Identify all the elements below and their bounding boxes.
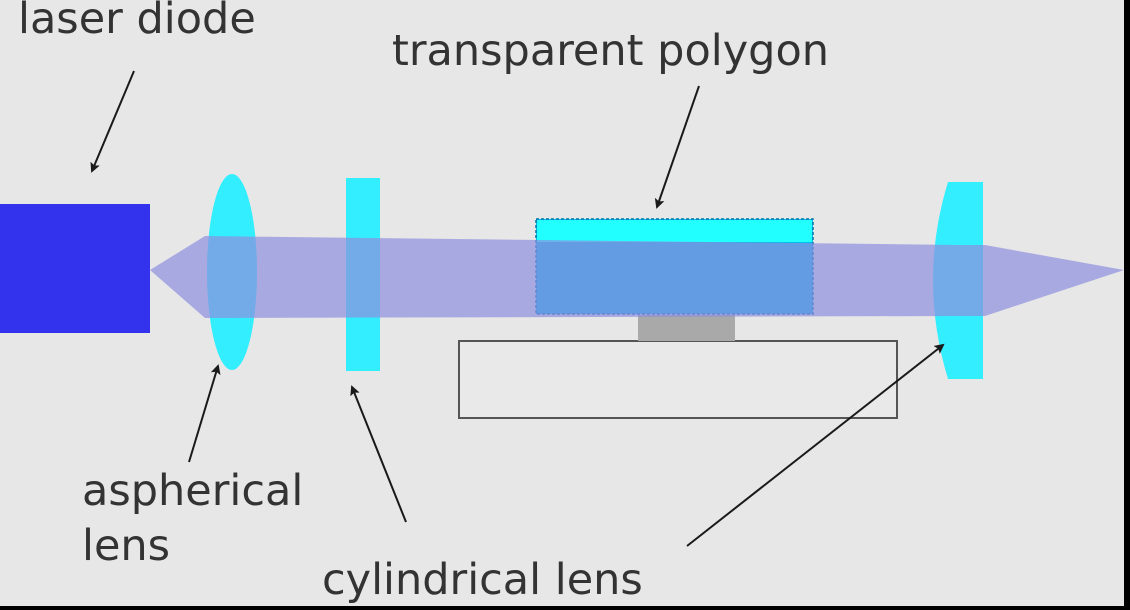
aspherical-lens-label-line2: lens <box>82 521 171 571</box>
laser-diode <box>0 204 150 333</box>
cylindrical-lens-label: cylindrical lens <box>322 555 643 605</box>
arrow-cylindrical-lens-1 <box>350 385 407 523</box>
laser-beam <box>150 236 1124 318</box>
laser-diode-label: laser diode <box>18 0 256 44</box>
arrow-cylindrical-lens-2 <box>686 343 945 547</box>
aspherical-lens-label-line1: aspherical <box>82 466 304 516</box>
transparent-polygon-label: transparent polygon <box>392 26 830 76</box>
stage-base <box>458 340 898 419</box>
polygon-mount <box>638 315 735 341</box>
arrow-transparent-polygon <box>654 85 700 209</box>
arrow-aspherical-lens <box>188 364 221 463</box>
transparent-polygon-top <box>537 220 812 242</box>
arrow-laser-diode <box>90 70 135 173</box>
